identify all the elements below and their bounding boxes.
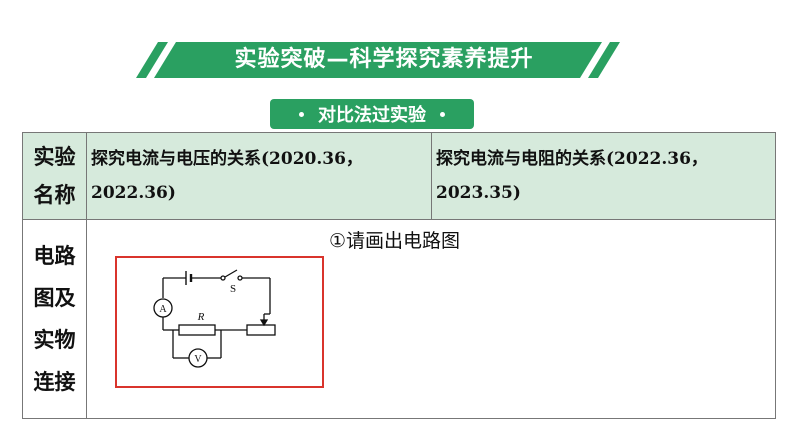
switch-label: S bbox=[230, 283, 236, 295]
subtitle-text: 对比法过实验 bbox=[318, 105, 426, 126]
section-banner: 实验突破—科学探究素养提升 bbox=[134, 42, 634, 78]
circuit-diagram: A V S R bbox=[153, 269, 276, 368]
switch-terminal bbox=[220, 275, 226, 281]
experiment-current-voltage: 探究电流与电压的关系(2020.36，2022.36) bbox=[86, 132, 432, 220]
label-line: 实物 bbox=[33, 328, 76, 352]
switch-terminal bbox=[237, 275, 243, 281]
resistor-symbol bbox=[178, 324, 216, 336]
label-line: 图及 bbox=[33, 286, 76, 310]
experiment-table: 实验 名称 探究电流与电压的关系(2020.36，2022.36) 探究电流与电… bbox=[22, 132, 776, 419]
label-line: 名称 bbox=[33, 183, 76, 207]
slider-arrow bbox=[259, 319, 269, 327]
rheostat-symbol bbox=[246, 324, 276, 336]
resistor-label: R bbox=[197, 311, 205, 323]
ammeter-label: A bbox=[159, 304, 167, 315]
voltmeter-label: V bbox=[194, 354, 202, 365]
bullet-dot-left bbox=[299, 111, 304, 117]
experiment-current-resistance: 探究电流与电阻的关系(2022.36，2023.35) bbox=[431, 132, 776, 220]
table-row-circuit: 电路 图及 实物 连接 ①请画出电路图 bbox=[22, 219, 776, 419]
label-line: 实验 bbox=[33, 145, 76, 169]
banner-shape bbox=[136, 42, 620, 78]
label-experiment-name: 实验 名称 bbox=[22, 132, 87, 220]
subtitle-pill: 对比法过实验 bbox=[270, 99, 474, 129]
switch-blade bbox=[224, 269, 238, 278]
label-line: 连接 bbox=[33, 370, 76, 394]
label-line: 电路 bbox=[33, 244, 76, 268]
table-row-experiment-name: 实验 名称 探究电流与电压的关系(2020.36，2022.36) 探究电流与电… bbox=[22, 132, 776, 220]
circuit-cell: ①请画出电路图 bbox=[86, 219, 776, 419]
bullet-dot-right bbox=[440, 111, 445, 117]
banner-title: 实验突破—科学探究素养提升 bbox=[234, 47, 534, 72]
circuit-diagram-frame: A V S R bbox=[115, 256, 324, 388]
label-circuit: 电路 图及 实物 连接 bbox=[22, 219, 87, 419]
circuit-prompt: ①请画出电路图 bbox=[329, 230, 461, 252]
